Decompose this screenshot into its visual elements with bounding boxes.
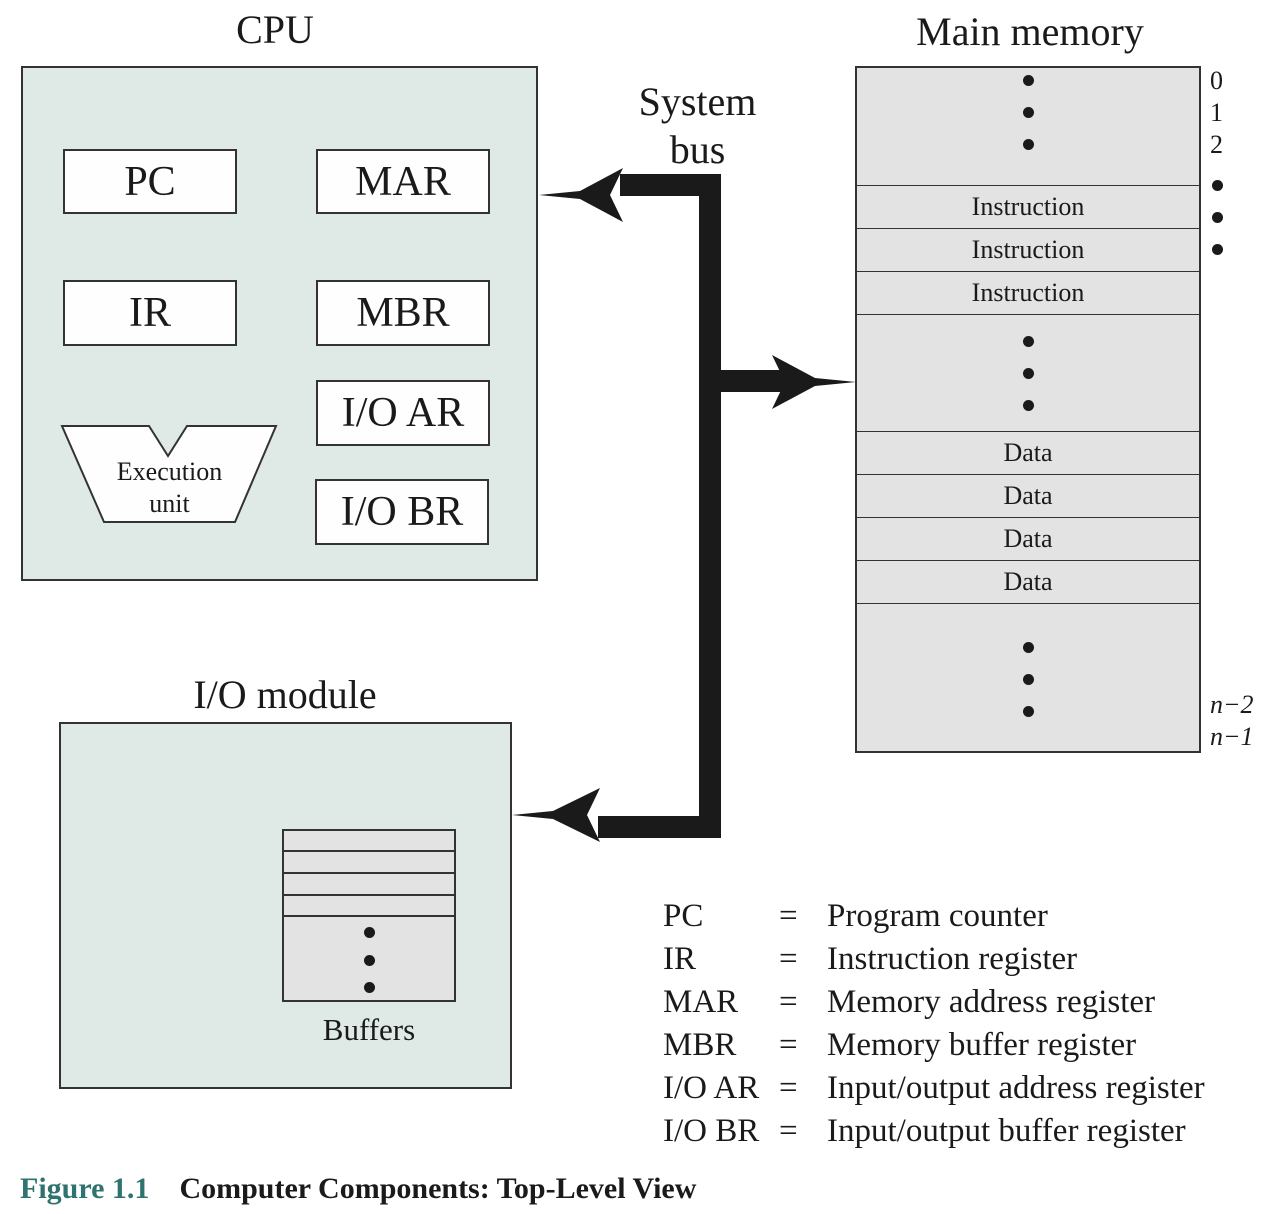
system-bus-label: System bus — [610, 78, 785, 174]
ellipsis-dot — [1023, 139, 1034, 150]
ellipsis-dot — [1023, 674, 1034, 685]
legend-equals: = — [779, 1113, 798, 1149]
buffer-divider — [284, 872, 454, 874]
legend-equals: = — [779, 898, 798, 934]
ellipsis-dot — [364, 982, 375, 993]
buffers-label: Buffers — [322, 1012, 416, 1047]
execution-unit-label-line2: unit — [149, 489, 190, 518]
main-memory: Instruction Instruction Instruction Data… — [855, 66, 1201, 753]
memory-cell-instruction: Instruction — [857, 228, 1199, 271]
register-pc: PC — [63, 149, 237, 214]
ellipsis-dot — [1212, 180, 1223, 191]
legend-meaning: Memory address register — [827, 984, 1156, 1020]
legend-equals: = — [779, 1027, 798, 1063]
memory-cell-data: Data — [857, 431, 1199, 474]
legend-meaning: Input/output address register — [827, 1070, 1205, 1106]
address-label: 1 — [1210, 98, 1223, 127]
memory-title: Main memory — [916, 9, 1144, 54]
ellipsis-dot — [1023, 706, 1034, 717]
ellipsis-dot — [1023, 107, 1034, 118]
address-label: n−2 — [1210, 690, 1254, 719]
memory-cell-instruction: Instruction — [857, 185, 1199, 228]
legend-meaning: Memory buffer register — [827, 1027, 1137, 1063]
buffer-divider — [284, 915, 454, 917]
ellipsis-dot — [1023, 368, 1034, 379]
memory-cell-data: Data — [857, 517, 1199, 560]
register-io-ar: I/O AR — [316, 380, 490, 446]
ellipsis-dot — [1212, 212, 1223, 223]
ellipsis-dot — [1023, 642, 1034, 653]
buffer-divider — [284, 850, 454, 852]
address-label: n−1 — [1210, 722, 1254, 751]
system-bus-trunk — [598, 174, 721, 838]
ellipsis-dot — [1023, 75, 1034, 86]
address-label: 0 — [1210, 66, 1223, 95]
figure-number: Figure 1.1 — [20, 1172, 150, 1205]
system-bus-label-line2: bus — [669, 127, 726, 172]
register-ir: IR — [63, 280, 237, 346]
memory-cell-data: Data — [857, 560, 1199, 603]
ellipsis-dot — [1023, 400, 1034, 411]
figure-title: Computer Components: Top-Level View — [179, 1172, 697, 1205]
ellipsis-dot — [1212, 244, 1223, 255]
memory-cell-instruction: Instruction — [857, 271, 1199, 314]
register-mbr: MBR — [316, 280, 490, 346]
execution-unit-label: Execution unit — [104, 456, 235, 520]
ellipsis-dot — [364, 927, 375, 938]
legend-abbr: PC — [663, 898, 704, 934]
execution-unit-shape — [60, 425, 278, 523]
legend-equals: = — [779, 984, 798, 1020]
ellipsis-dot — [364, 955, 375, 966]
legend-meaning: Input/output buffer register — [827, 1113, 1186, 1149]
legend-abbr: IR — [663, 941, 696, 977]
legend-abbr: I/O AR — [663, 1070, 760, 1106]
memory-gap — [857, 314, 1199, 431]
cpu-title: CPU — [236, 7, 314, 52]
arrow-to-io-module — [512, 788, 600, 842]
arrow-to-cpu — [539, 168, 623, 222]
legend-equals: = — [779, 941, 798, 977]
arrow-to-memory — [772, 355, 856, 409]
register-mar: MAR — [316, 149, 490, 214]
execution-unit-label-line1: Execution — [116, 457, 223, 486]
legend-equals: = — [779, 1070, 798, 1106]
legend-abbr: MAR — [663, 984, 739, 1020]
legend-abbr: I/O BR — [663, 1113, 760, 1149]
legend-meaning: Instruction register — [827, 941, 1078, 977]
memory-cell-data: Data — [857, 474, 1199, 517]
buffers-stack — [282, 829, 456, 1002]
legend-abbr: MBR — [663, 1027, 737, 1063]
memory-gap — [857, 603, 1199, 751]
figure-caption: Figure 1.1 Computer Components: Top-Level… — [20, 1172, 696, 1206]
buffer-divider — [284, 894, 454, 896]
register-io-br: I/O BR — [315, 479, 489, 545]
address-label: 2 — [1210, 130, 1223, 159]
io-module-title: I/O module — [193, 672, 377, 717]
ellipsis-dot — [1023, 336, 1034, 347]
legend-meaning: Program counter — [827, 898, 1048, 934]
system-bus-label-line1: System — [638, 79, 757, 124]
